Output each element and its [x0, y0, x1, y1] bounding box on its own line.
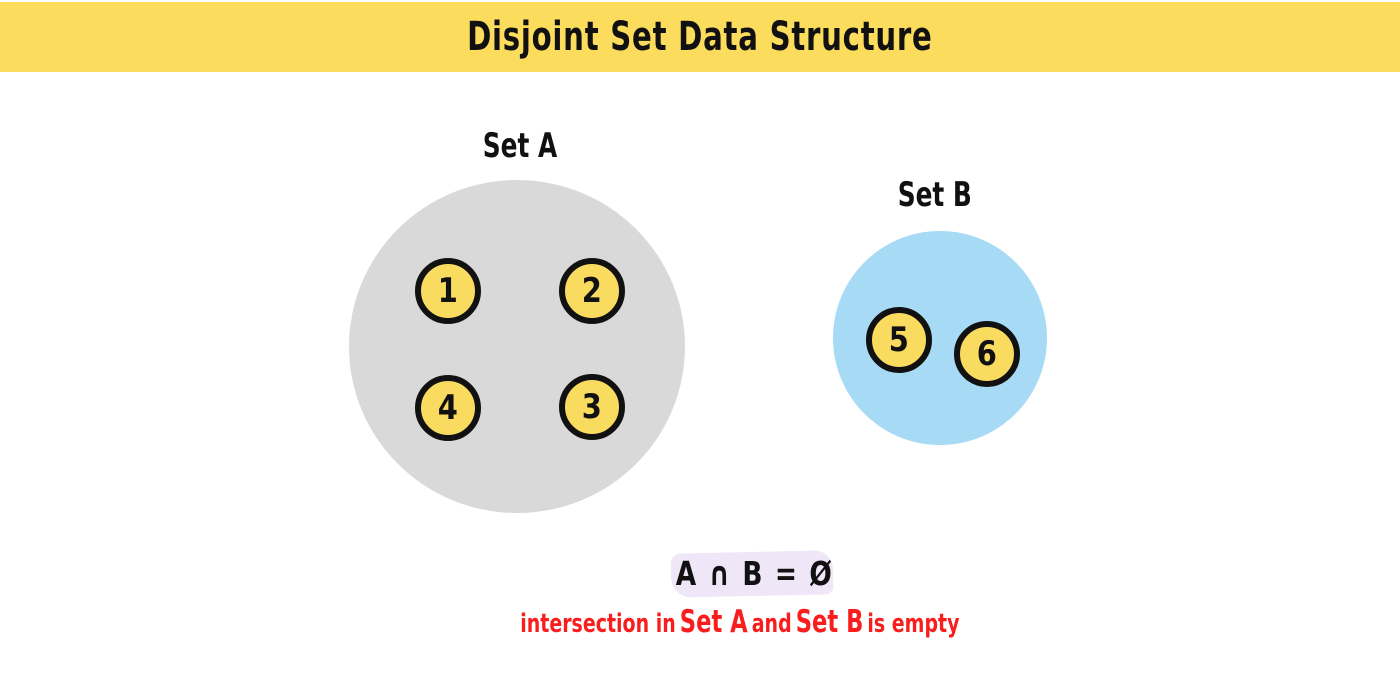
element-circle-4: 4 — [415, 375, 481, 441]
page-title: Disjoint Set Data Structure — [467, 14, 933, 60]
formula-text: A ∩ B = Ø — [676, 553, 834, 593]
element-value: 6 — [976, 334, 998, 374]
element-value: 3 — [581, 387, 603, 427]
set-a-label: Set A — [482, 126, 558, 166]
caption-part-2: and — [751, 609, 792, 639]
formula-group: A ∩ B = Ø — [645, 546, 865, 600]
set-b-label: Set B — [897, 175, 973, 215]
caption: intersection in Set A and Set B is empty — [400, 604, 1080, 640]
element-circle-6: 6 — [954, 321, 1020, 387]
element-circle-5: 5 — [866, 307, 932, 373]
caption-part-1: intersection in — [520, 609, 676, 639]
caption-part-3: is empty — [867, 609, 960, 639]
element-value: 4 — [437, 388, 459, 428]
element-value: 5 — [888, 320, 910, 360]
caption-set-a: Set A — [679, 604, 748, 640]
set-a-region — [349, 180, 685, 513]
element-circle-2: 2 — [559, 258, 625, 324]
element-circle-3: 3 — [559, 374, 625, 440]
element-circle-1: 1 — [415, 258, 481, 324]
title-banner: Disjoint Set Data Structure — [0, 2, 1400, 72]
caption-set-b: Set B — [795, 604, 864, 640]
element-value: 1 — [437, 271, 459, 311]
element-value: 2 — [581, 271, 603, 311]
